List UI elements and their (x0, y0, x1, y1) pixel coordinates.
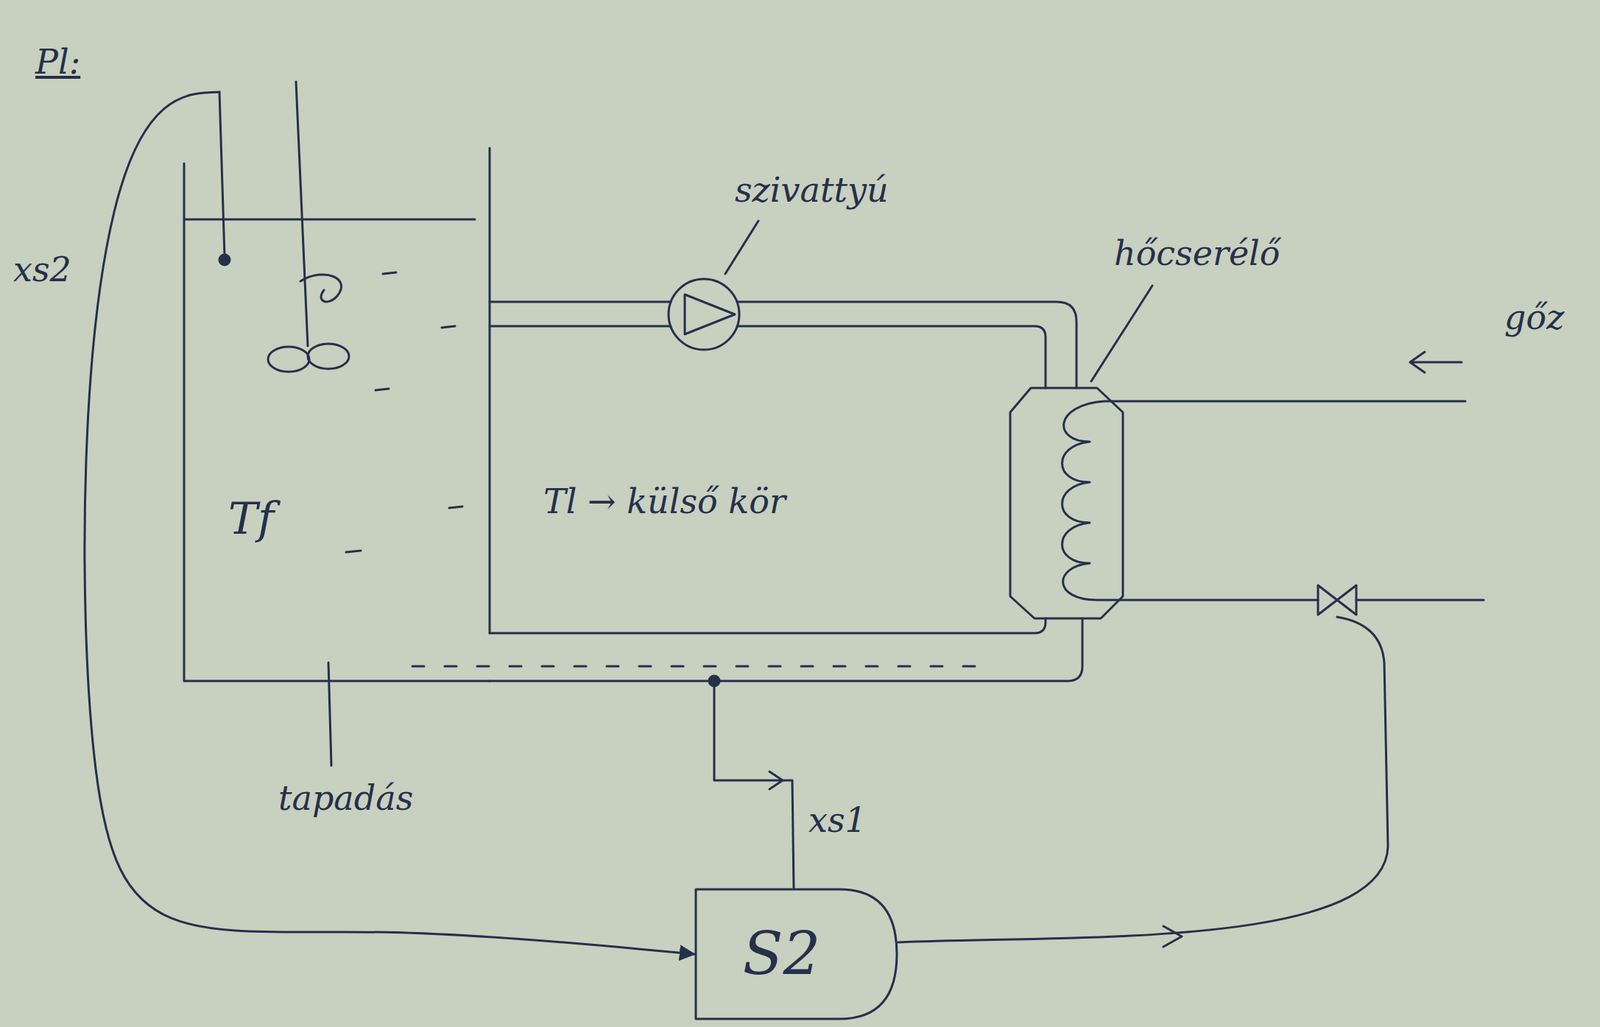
pump-symbol (668, 279, 740, 350)
control-valve (1317, 585, 1357, 615)
label-holder: tapadás (276, 779, 416, 819)
outer-loop-label: Tl → külső kör (541, 482, 788, 522)
label-holder: Pl: (33, 42, 83, 82)
steam-coil (1062, 401, 1485, 601)
fouling-label: tapadás (276, 779, 416, 819)
signal-arrow (1163, 926, 1182, 947)
node-outline (184, 92, 490, 682)
level-sensor-rod (219, 92, 225, 257)
measurement-line (714, 681, 794, 888)
node-border (184, 147, 490, 682)
signal-arrow (769, 771, 783, 790)
label-holder: hőcserélő (1111, 234, 1283, 274)
controller-box: S2 (694, 887, 899, 1021)
sensor-dot (709, 675, 720, 687)
label-holder: szivattyú (732, 170, 891, 210)
heat-exchanger-label: hőcserélő (1111, 234, 1283, 274)
return-pipe (489, 618, 1083, 682)
stirrer-blade (268, 346, 310, 372)
suction-pipe (489, 301, 671, 327)
signal-name: xs2 (11, 250, 74, 290)
text-holder: Tf (228, 493, 274, 545)
pump-label: szivattyú (732, 170, 891, 210)
tank-vessel: Tf (184, 92, 490, 682)
stirrer-blade (307, 343, 350, 369)
leader-line (1091, 285, 1153, 382)
leader-line (725, 220, 759, 274)
node-text: Tf (228, 493, 274, 545)
leader-line (328, 662, 332, 766)
pressure-pipe (737, 301, 1077, 389)
stirrer-curl (300, 274, 342, 302)
label-holder: xs2 (11, 250, 74, 290)
heat-exchanger-shell (1010, 388, 1123, 619)
node-text: S2 (742, 920, 821, 989)
sensor-dot (219, 254, 230, 266)
pump-triangle (684, 294, 735, 335)
label-holder: xs1 (806, 801, 869, 841)
steam-arrow (1410, 351, 1462, 373)
signal-connector (84, 92, 695, 955)
node-border (695, 889, 897, 1020)
label-holder: Tl → külső kör (541, 482, 788, 522)
fouling-marks (412, 665, 987, 668)
steam-label: gőz (1502, 298, 1567, 338)
stirrer-shaft (295, 81, 308, 347)
signal-name: xs1 (806, 801, 869, 841)
example-mark: Pl: (33, 42, 83, 82)
label-holder: gőz (1502, 298, 1567, 338)
liquid-marks (346, 272, 463, 553)
